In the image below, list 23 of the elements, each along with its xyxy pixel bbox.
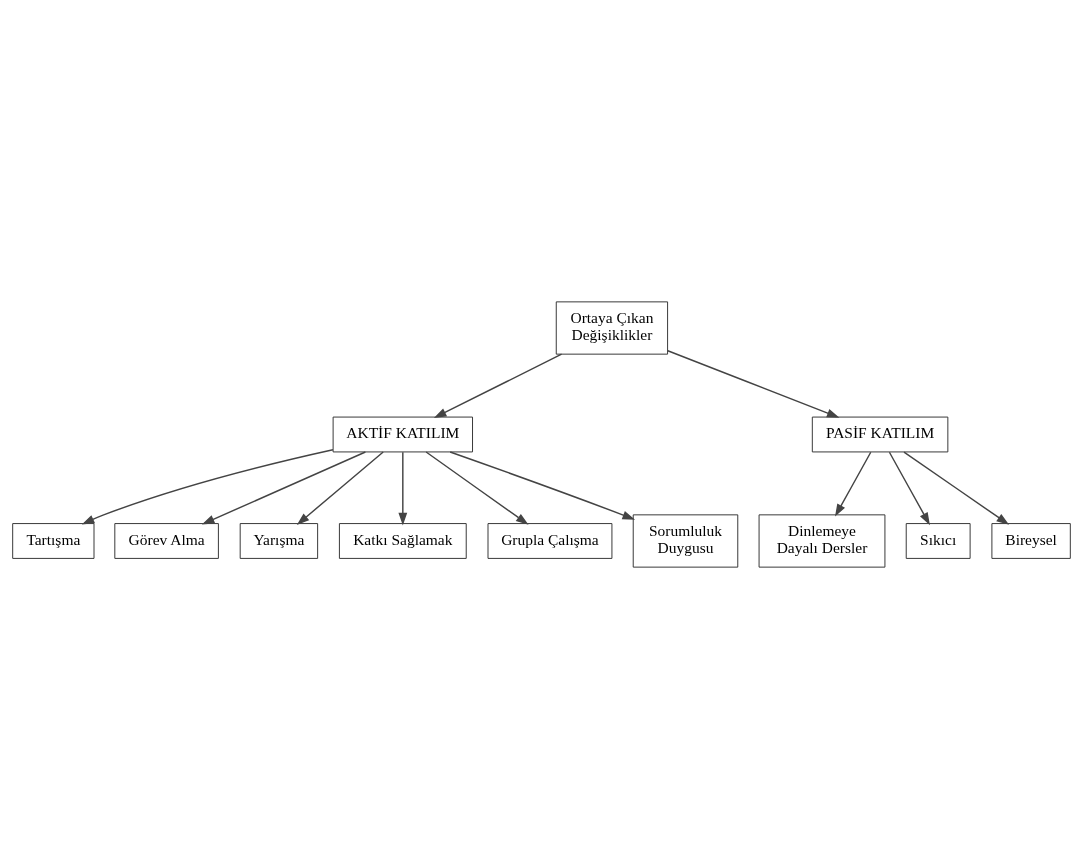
arrow xyxy=(835,451,872,517)
node-box: Bireysel xyxy=(991,522,1071,559)
arrow xyxy=(425,450,529,525)
node-box: Sıkıcı xyxy=(905,522,971,559)
node-box: Tartışma xyxy=(12,522,95,559)
arrow xyxy=(449,450,636,520)
node-box: Grupla Çalışma xyxy=(487,522,613,559)
node-box: PASİF KATILIM xyxy=(811,416,949,452)
arrow xyxy=(888,451,930,525)
node-box: Görev Alma xyxy=(114,522,219,559)
node-box: Sorumluluk Duygusu xyxy=(632,513,739,568)
arrow xyxy=(296,450,384,525)
node-box: Dinlemeye Dayalı Dersler xyxy=(758,513,886,568)
arrow xyxy=(398,451,408,525)
arrow xyxy=(81,448,334,524)
arrow xyxy=(201,450,367,524)
arrow xyxy=(433,352,563,418)
arrow xyxy=(903,450,1010,525)
node-box: Katkı Sağlamak xyxy=(338,522,467,559)
node-box: AKTİF KATILIM xyxy=(332,416,473,452)
arrow xyxy=(667,349,840,418)
node-box: Yarışma xyxy=(239,522,319,559)
node-box: Ortaya Çıkan Değişiklikler xyxy=(555,300,669,355)
